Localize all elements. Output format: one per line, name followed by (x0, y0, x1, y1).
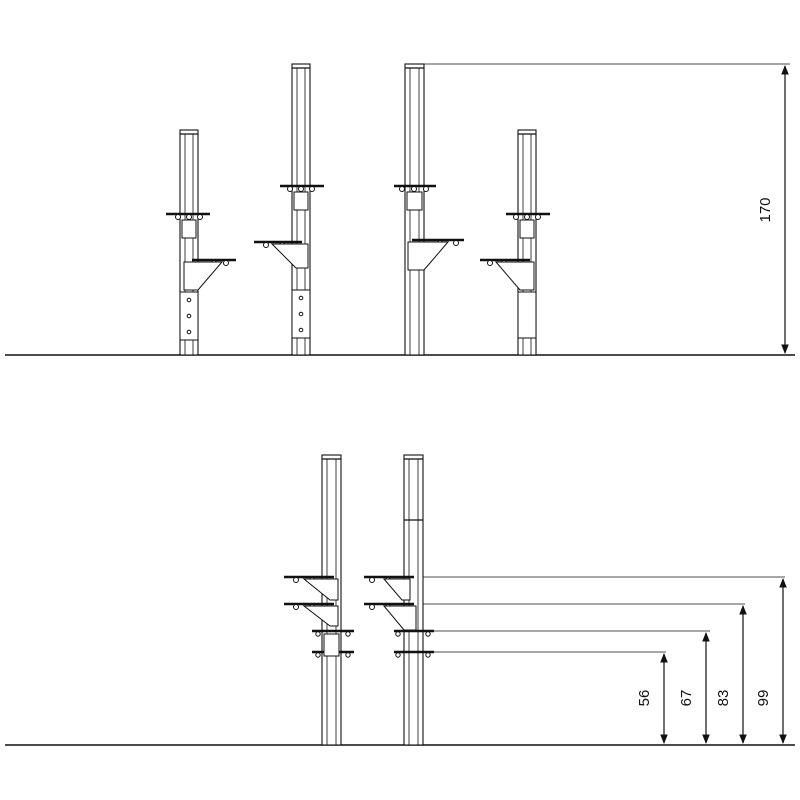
dimension-label-83: 83 (715, 690, 732, 707)
post-3 (394, 63, 464, 356)
post-4 (480, 129, 550, 356)
bracket-5b (302, 605, 339, 627)
bracket-4 (494, 261, 535, 291)
dimension-label-99: 99 (755, 690, 772, 707)
post-6 (364, 454, 434, 746)
bracket-3 (407, 241, 450, 271)
post-5 (284, 454, 354, 746)
post-1 (166, 129, 236, 356)
post-2 (254, 63, 324, 356)
bracket-2 (270, 243, 309, 269)
dimension-label-170: 170 (757, 197, 774, 222)
bracket-5a (302, 578, 339, 601)
bracket-1 (183, 261, 224, 291)
dimension-label-56: 56 (636, 690, 653, 707)
dimension-label-67: 67 (678, 690, 695, 707)
bottom-elevation: 56 67 83 99 (5, 454, 795, 746)
top-elevation: 170 (5, 63, 795, 356)
dimension-170: 170 (424, 63, 790, 354)
